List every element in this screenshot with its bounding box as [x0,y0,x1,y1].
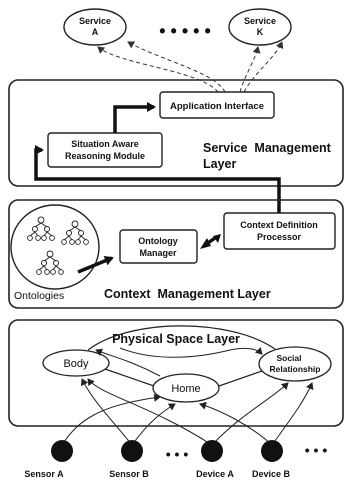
physical-layer-title: Physical Space Layer [112,332,240,346]
social-relationship-node: Social Relationship [258,346,332,382]
ontologies-to-manager-arrow [77,256,114,274]
physical-space-layer [8,319,344,427]
ontology-manager-box: Ontology Manager [119,229,198,264]
service-management-layer [8,79,344,187]
sensor-a-label: Sensor A [24,469,64,479]
devices-ellipsis-mid: • • • [166,446,189,462]
service-k-node: Service K [228,8,292,46]
home-label: Home [171,383,200,395]
ontology-tree-icon [27,216,55,241]
service-a-label-line2: A [92,27,99,37]
home-node: Home [152,373,220,403]
social-label-line2: Relationship [269,364,320,374]
context-layer-title: Context Management Layer [104,287,271,301]
situation-aware-module-box: Situation Aware Reasoning Module [47,132,163,168]
ontologies-label: Ontologies [14,290,64,302]
service-k-label-line1: Service [244,16,276,26]
ontology-tree-icon [61,220,89,245]
ontology-manager-label-line1: Ontology [138,236,178,246]
service-a-node: Service A [63,8,127,46]
devices-ellipsis-end: • • • [305,442,328,458]
module-to-interface-arrow [113,102,156,133]
service-layer-title-line1: Service Management [203,141,332,155]
sensor-b-node: Sensor B [109,440,149,479]
context-processor-label-line1: Context Definition [240,220,318,230]
manager-processor-bidirectional-arrow [200,234,221,249]
sensor-a-node: Sensor A [24,440,73,479]
ontology-tree-icon [36,250,64,275]
ontology-manager-label-line2: Manager [139,248,177,258]
situation-module-label-line1: Situation Aware [71,139,139,149]
application-interface-label: Application Interface [170,101,264,112]
sensor-b-label: Sensor B [109,469,149,479]
device-b-node: Device B [252,440,291,479]
service-a-label-line1: Service [79,16,111,26]
ontologies-cluster [10,204,100,290]
context-definition-processor-box: Context Definition Processor [223,212,336,250]
body-label: Body [63,358,89,370]
physical-relationship-lines [87,325,276,387]
processor-to-module-arrow [34,145,281,213]
situation-module-label-line2: Reasoning Module [65,151,145,161]
sensor-device-arrows [61,346,314,446]
service-dashed-arrows [97,41,284,93]
service-layer-title-line2: Layer [203,157,236,171]
context-processor-label-line2: Processor [257,232,302,242]
body-node: Body [42,349,110,377]
device-b-label: Device B [252,469,291,479]
context-management-layer [8,199,344,309]
social-label-line1: Social [276,353,301,363]
services-ellipsis: • • • • • [159,21,211,41]
service-k-label-line2: K [257,27,264,37]
device-a-node: Device A [196,440,234,479]
device-a-label: Device A [196,469,234,479]
application-interface-box: Application Interface [159,91,275,119]
